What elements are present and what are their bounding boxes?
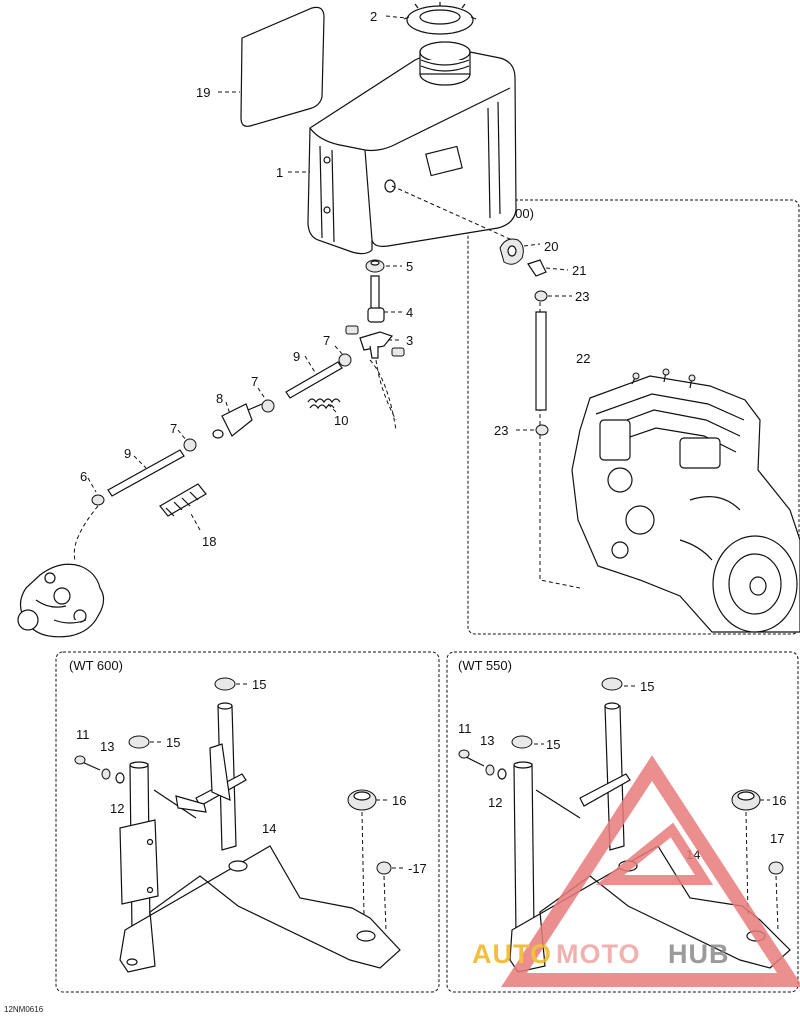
callout-20: 20 bbox=[544, 239, 558, 254]
watermark-text-auto: AUTO bbox=[472, 939, 552, 969]
callout-22: 22 bbox=[576, 351, 590, 366]
frame-left-callout-16: 16 bbox=[392, 793, 406, 808]
engine-panel bbox=[467, 199, 800, 635]
decal-part bbox=[240, 6, 325, 127]
frame-right-callout-11: 11 bbox=[458, 721, 472, 736]
engine-part bbox=[571, 368, 800, 633]
callout-21: 21 bbox=[572, 263, 586, 278]
callout-23a: 23 bbox=[575, 289, 589, 304]
callout-1: 1 bbox=[276, 165, 283, 180]
frame-right-callout-15a: 15 bbox=[640, 679, 654, 694]
reference-code: 12NM0616 bbox=[4, 1005, 44, 1014]
frame-right-part bbox=[458, 677, 791, 973]
callout-18: 18 bbox=[202, 534, 216, 549]
callout-3: 3 bbox=[406, 333, 413, 348]
callout-7a: 7 bbox=[323, 333, 330, 348]
callout-numbers: 2 19 1 5 4 3 7 9 7 8 10 7 9 6 18 20 21 2… bbox=[76, 9, 786, 876]
watermark-text-hub: HUB bbox=[668, 939, 730, 969]
frame-right-callout-17: 17 bbox=[770, 831, 784, 846]
frame-right-callout-13: 13 bbox=[480, 733, 494, 748]
frame-left-callout-11: 11 bbox=[76, 727, 90, 742]
frame-right-callout-12: 12 bbox=[488, 795, 502, 810]
engine-panel-parts bbox=[499, 238, 549, 436]
frame-right-callout-16: 16 bbox=[772, 793, 786, 808]
watermark-logo: AUTO MOTO HUB bbox=[472, 755, 800, 987]
callout-9a: 9 bbox=[293, 349, 300, 364]
callout-9b: 9 bbox=[124, 446, 131, 461]
callout-19: 19 bbox=[196, 85, 210, 100]
frame-panel-left bbox=[55, 651, 440, 993]
frame-panel-right bbox=[446, 651, 799, 993]
callout-6: 6 bbox=[80, 469, 87, 484]
oil-pump-part bbox=[17, 563, 105, 638]
watermark-text-moto: MOTO bbox=[556, 939, 641, 969]
callout-8: 8 bbox=[216, 391, 223, 406]
callout-2: 2 bbox=[370, 9, 377, 24]
frame-left-callout-13: 13 bbox=[100, 739, 114, 754]
frame-left-label: (WT 600) bbox=[69, 658, 123, 673]
frame-left-callout-17: -17 bbox=[408, 861, 427, 876]
frame-left-part bbox=[74, 677, 401, 973]
leader-lines bbox=[87, 15, 770, 869]
fuel-lines bbox=[73, 185, 581, 589]
frame-right-label: (WT 550) bbox=[458, 658, 512, 673]
frame-left-callout-12: 12 bbox=[110, 801, 124, 816]
frame-left-callout-14: 14 bbox=[262, 821, 276, 836]
oil-tank-part bbox=[307, 41, 517, 255]
frame-right-callout-15b: 15 bbox=[546, 737, 560, 752]
callout-4: 4 bbox=[406, 305, 413, 320]
callout-5: 5 bbox=[406, 259, 413, 274]
callout-10: 10 bbox=[334, 413, 348, 428]
cap-part bbox=[403, 2, 477, 35]
callout-7c: 7 bbox=[170, 421, 177, 436]
frame-left-callout-15a: 15 bbox=[252, 677, 266, 692]
frame-left-callout-15b: 15 bbox=[166, 735, 180, 750]
callout-23b: 23 bbox=[494, 423, 508, 438]
callout-7b: 7 bbox=[251, 374, 258, 389]
